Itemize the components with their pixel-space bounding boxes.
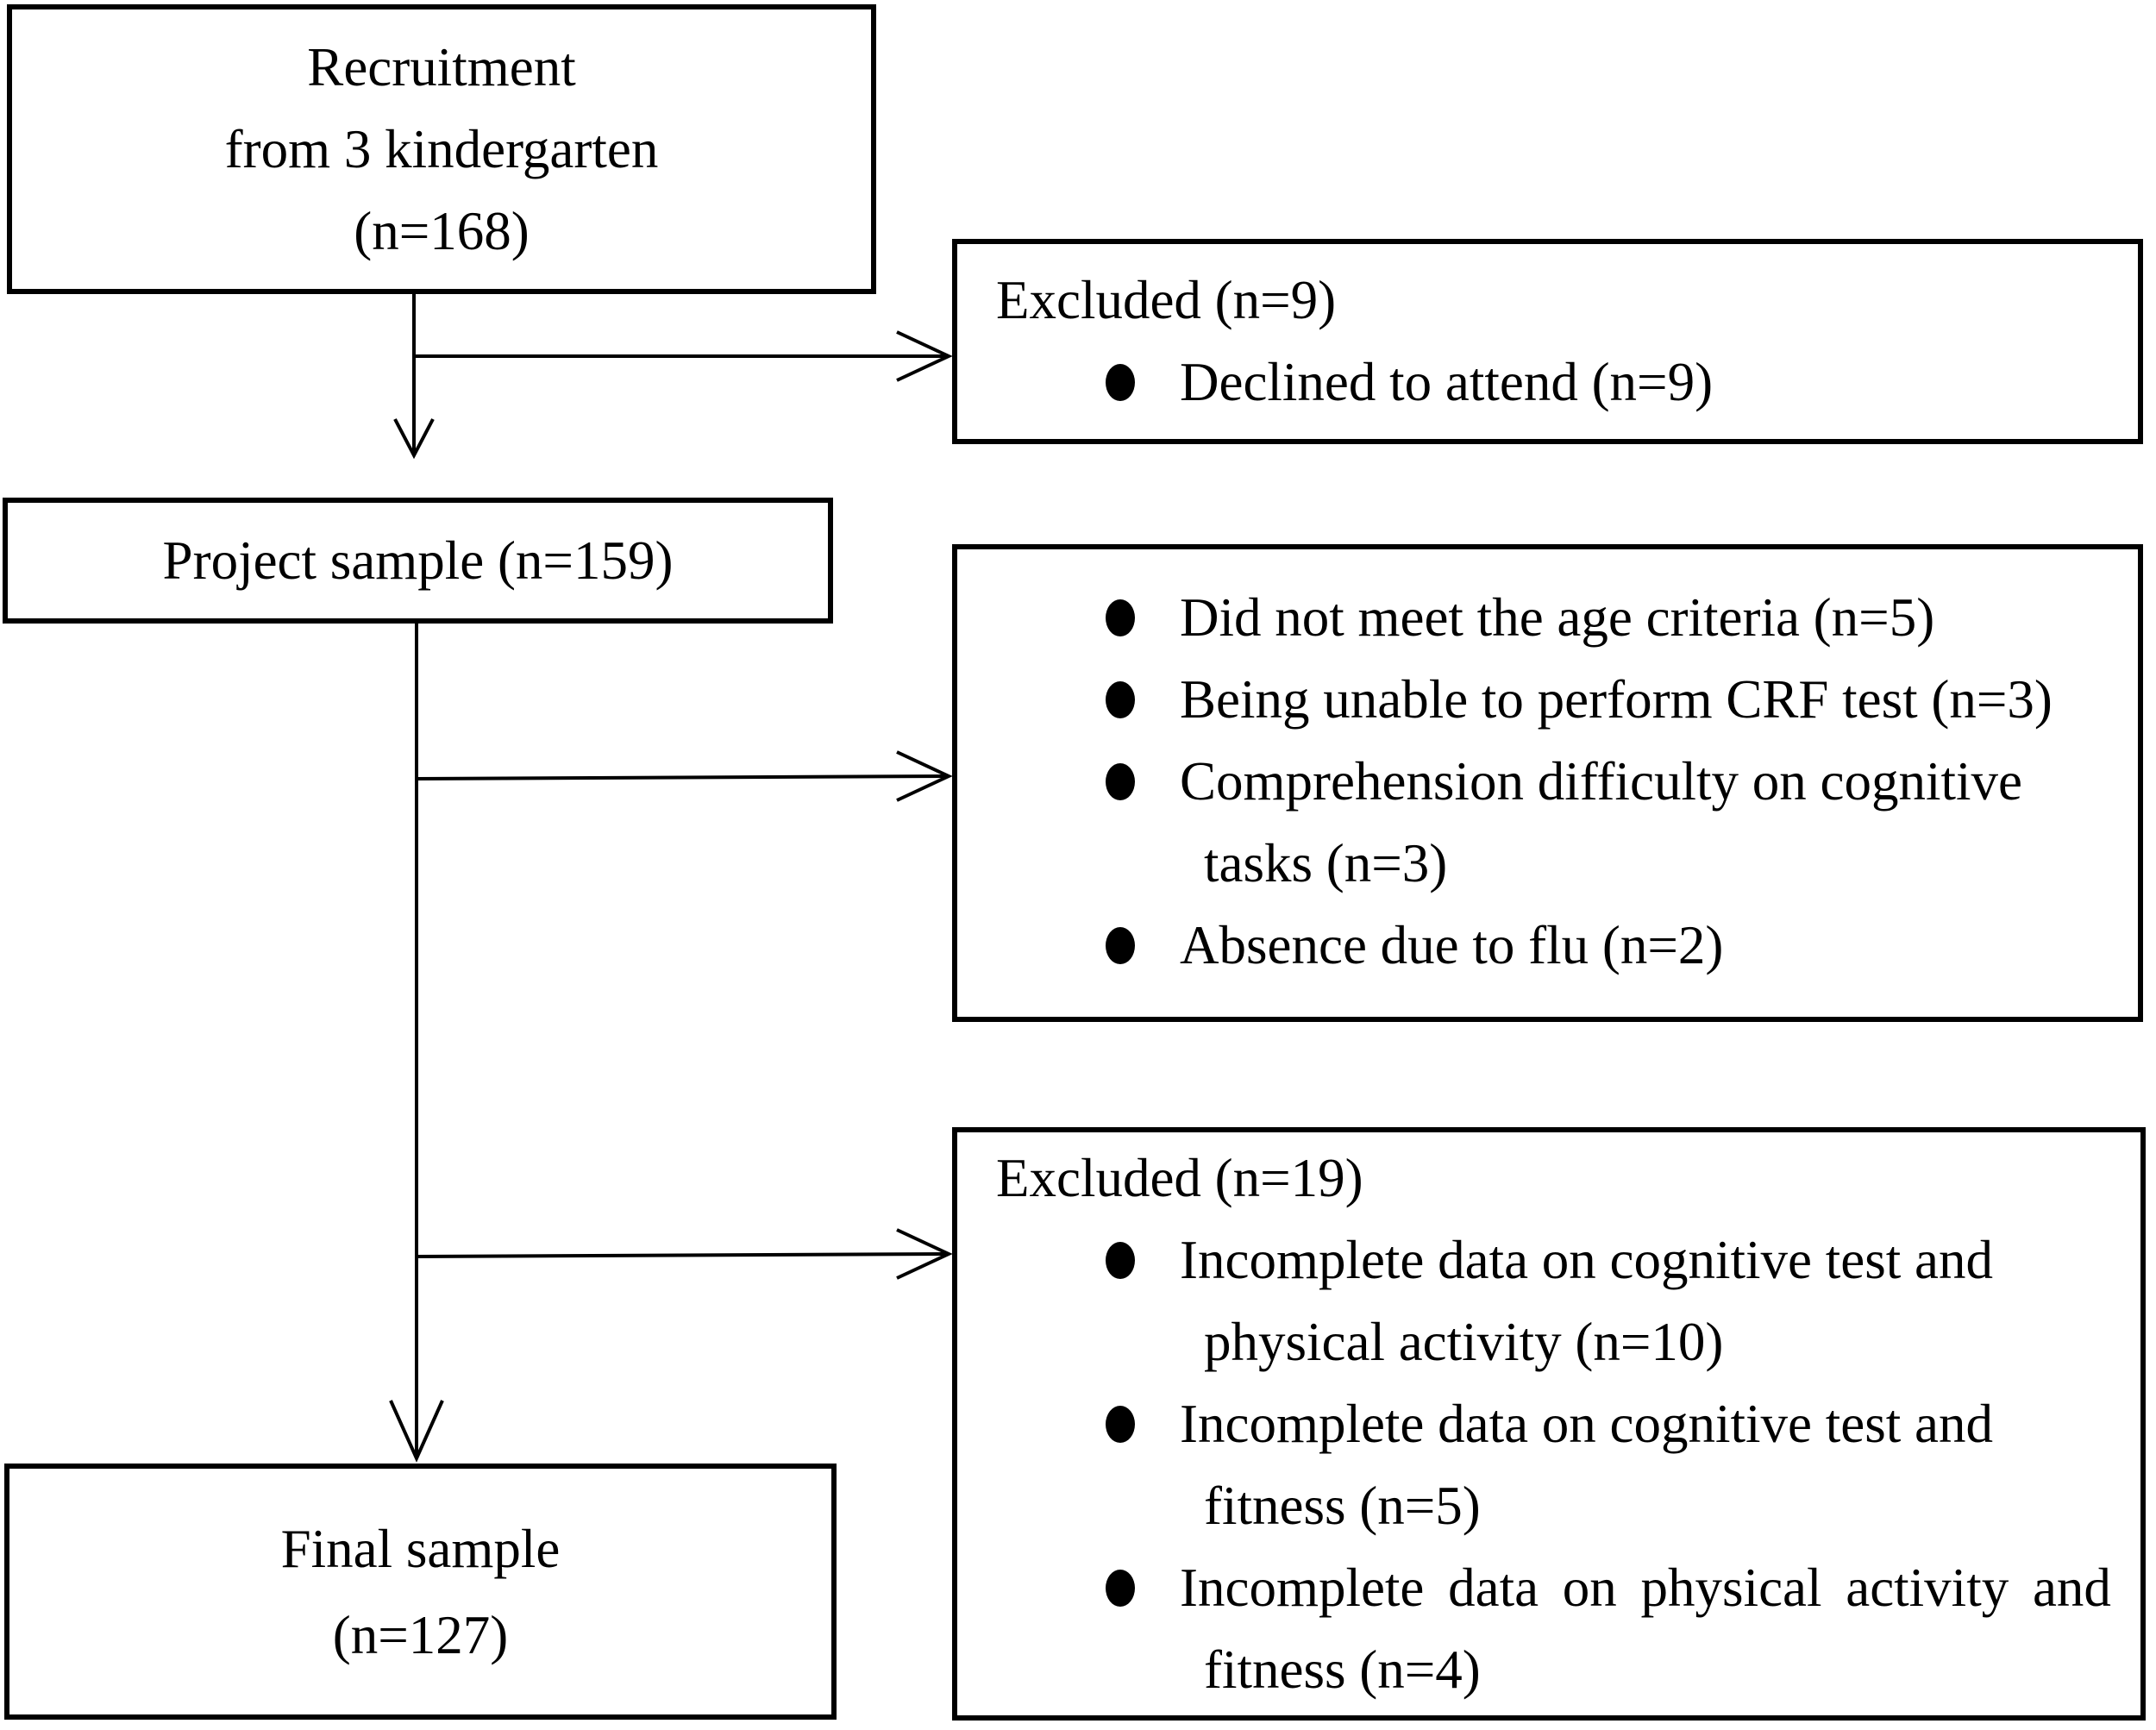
list-item-text: Did not meet the age criteria (n=5) xyxy=(1180,587,1935,648)
box-excluded-declined: Excluded (n=9) Declined to attend (n=9) xyxy=(952,239,2143,444)
box-final-sample: Final sample (n=127) xyxy=(4,1464,837,1720)
list-item: Incomplete data on physical activity and xyxy=(957,1547,2140,1629)
excluded-top-header: Excluded (n=9) xyxy=(996,270,1337,330)
list-item: Did not meet the age criteria (n=5) xyxy=(957,577,2138,659)
list-item-text: tasks (n=3) xyxy=(1204,833,1448,893)
box-excluded-incomplete: Excluded (n=19) Incomplete data on cogni… xyxy=(952,1127,2146,1721)
list-item: Declined to attend (n=9) xyxy=(957,342,2138,423)
arrow-project-to-final xyxy=(389,624,444,1463)
list-item-text: fitness (n=4) xyxy=(1204,1639,1481,1700)
list-item-text: Declined to attend (n=9) xyxy=(1180,352,1714,412)
excluded-bottom-header: Excluded (n=19) xyxy=(996,1148,1363,1208)
box-project-sample: Project sample (n=159) xyxy=(3,498,833,624)
list-item-text: Absence due to flu (n=2) xyxy=(1180,915,1724,975)
list-item-text: Comprehension difficulty on cognitive xyxy=(1180,751,2022,812)
box-recruitment: Recruitment from 3 kindergarten (n=168) xyxy=(7,4,876,294)
bullet-icon xyxy=(1106,1406,1135,1443)
recruitment-line-3: (n=168) xyxy=(354,200,530,261)
list-item: Comprehension difficulty on cognitive xyxy=(957,741,2138,823)
list-item: Absence due to flu (n=2) xyxy=(957,905,2138,987)
bullet-icon xyxy=(1106,763,1135,800)
bullet-icon xyxy=(1106,681,1135,718)
list-item: Incomplete data on cognitive test and xyxy=(957,1383,2140,1465)
list-item-text: Being unable to perform CRF test (n=3) xyxy=(1180,669,2053,730)
bullet-icon xyxy=(1106,599,1135,636)
list-item-text: fitness (n=5) xyxy=(1204,1476,1481,1536)
list-item-continuation: tasks (n=3) xyxy=(957,823,2138,905)
list-item-text: physical activity (n=10) xyxy=(1204,1312,1724,1372)
arrow-recruitment-to-project xyxy=(393,294,435,460)
box-exclusion-reasons: Did not meet the age criteria (n=5) Bein… xyxy=(952,544,2143,1022)
list-item-continuation: fitness (n=4) xyxy=(957,1629,2140,1711)
project-sample-line: Project sample (n=159) xyxy=(162,530,674,591)
arrow-to-exclusion-reasons xyxy=(416,750,953,802)
final-sample-line-1: Final sample xyxy=(280,1518,561,1579)
arrow-to-excluded-top xyxy=(414,330,953,382)
arrow-to-excluded-bottom xyxy=(416,1228,953,1280)
bullet-icon xyxy=(1106,1242,1135,1279)
bullet-icon xyxy=(1106,364,1135,401)
bullet-icon xyxy=(1106,927,1135,964)
final-sample-line-2: (n=127) xyxy=(332,1604,509,1665)
recruitment-line-2: from 3 kindergarten xyxy=(224,118,659,179)
recruitment-line-1: Recruitment xyxy=(307,36,576,97)
list-item-text: Incomplete data on cognitive test and xyxy=(1180,1230,1993,1290)
list-item: Being unable to perform CRF test (n=3) xyxy=(957,659,2138,741)
list-item: Incomplete data on cognitive test and xyxy=(957,1219,2140,1301)
list-item-continuation: fitness (n=5) xyxy=(957,1465,2140,1547)
bullet-icon xyxy=(1106,1570,1135,1607)
list-item-text: Incomplete data on physical activity and xyxy=(1180,1558,2111,1618)
list-item-continuation: physical activity (n=10) xyxy=(957,1301,2140,1383)
list-item-text: Incomplete data on cognitive test and xyxy=(1180,1394,1993,1454)
